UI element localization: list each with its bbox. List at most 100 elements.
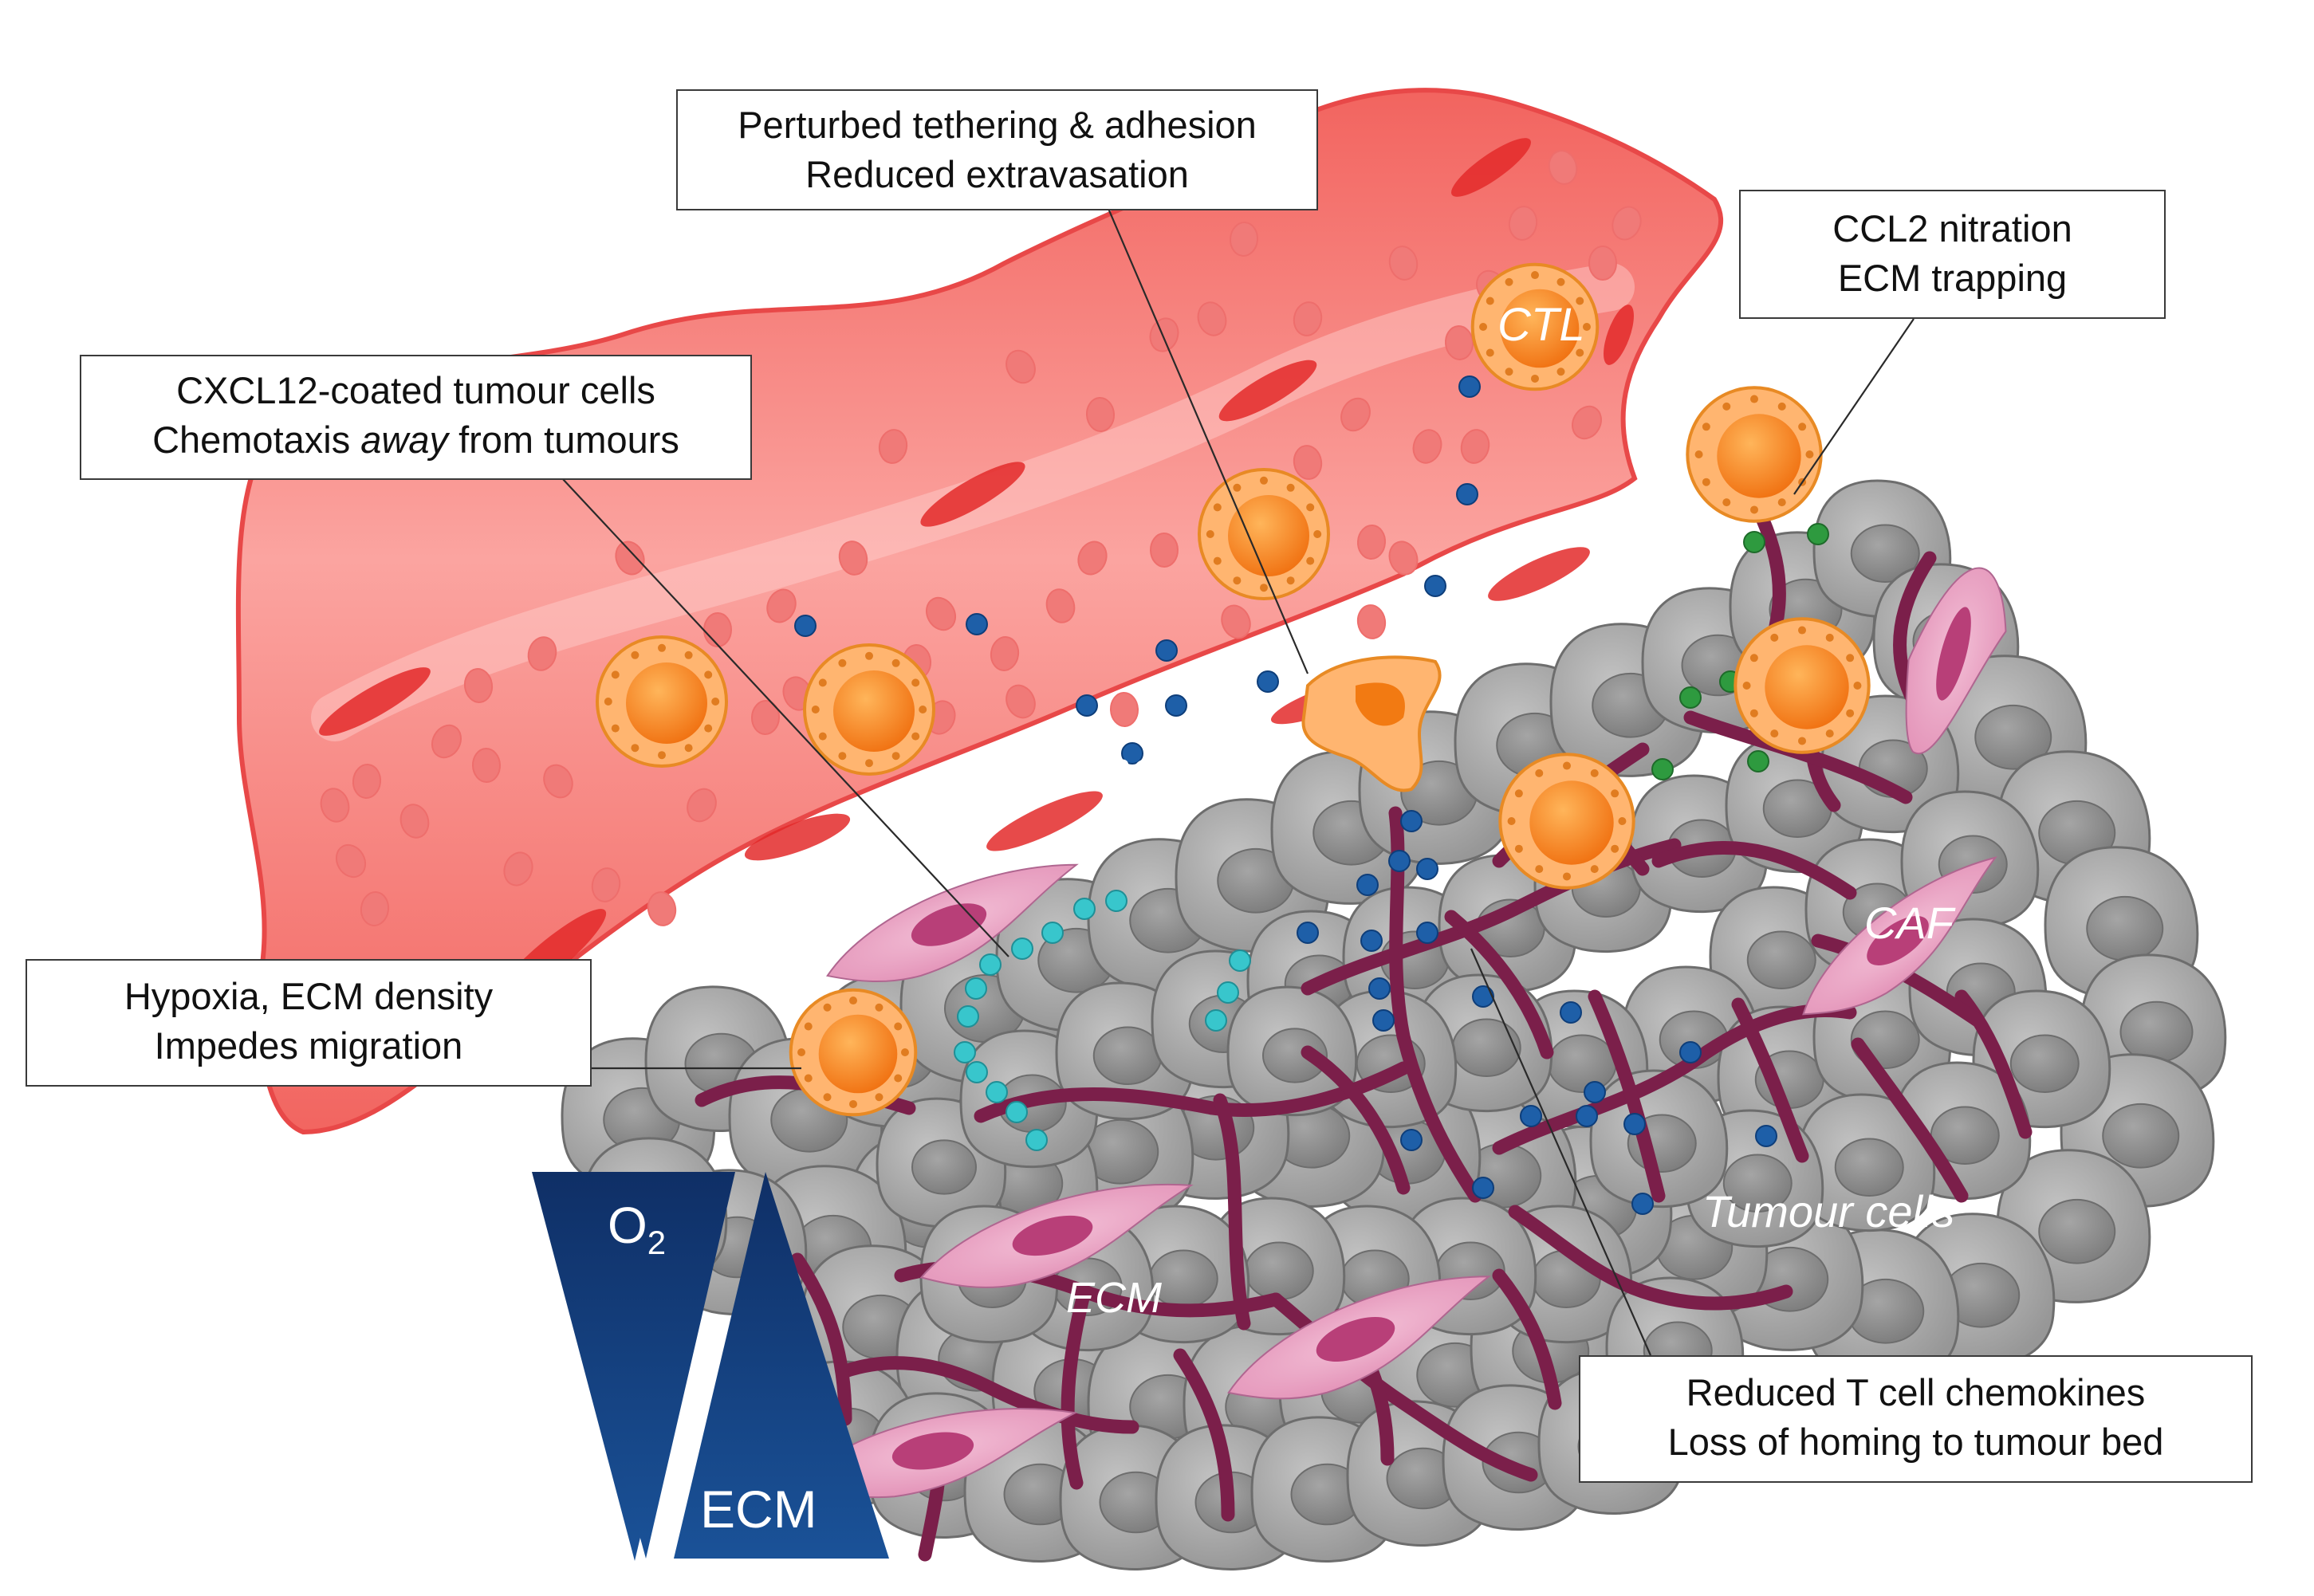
red-blood-cell: [527, 636, 557, 671]
t-cell-granule: [1563, 872, 1571, 881]
chemokine-blue: [1165, 694, 1187, 717]
tumour-cell-nucleus: [1834, 1138, 1904, 1197]
t-cell-granule: [631, 651, 639, 659]
callout-hypoxia-line1: Hypoxia, ECM density: [124, 975, 494, 1017]
t-cell-granule: [1798, 423, 1807, 431]
t-cell-granule: [1213, 503, 1222, 512]
ecm-fibre: [790, 1252, 852, 1426]
chemokine-cyan: [954, 1041, 976, 1063]
t-cell-granule: [891, 658, 900, 667]
extravasating-t-cell: [1301, 655, 1442, 792]
chemokine-blue: [1155, 639, 1178, 662]
leader-cxcl12: [561, 478, 1009, 957]
tumour-cell-nucleus: [2086, 895, 2164, 961]
caf-cell-nucleus: [1867, 916, 1929, 965]
t-cell-granule: [1233, 576, 1242, 585]
t-cell-granule: [1313, 530, 1322, 538]
t-cell-granule: [1535, 769, 1544, 777]
caf-cell-nucleus: [1936, 607, 1971, 701]
t-cell-granule: [894, 1022, 903, 1031]
chemokine-green: [1747, 750, 1769, 772]
caf-cells: [797, 567, 2007, 1499]
t-cell-granule: [611, 670, 620, 679]
ecm-fibre: [1173, 1348, 1235, 1522]
t-cell-nucleus: [1765, 645, 1849, 729]
red-blood-cell: [1388, 246, 1419, 281]
red-blood-cell: [1085, 397, 1116, 432]
t-cell-granule: [1742, 682, 1751, 690]
gradient-ecm-label: ECM: [700, 1480, 817, 1539]
o2-ecm-gradient: [532, 1172, 889, 1561]
chemokine-blue: [1576, 1105, 1598, 1127]
leader-chemokines: [1470, 948, 1652, 1356]
t-cell-granule: [1505, 277, 1513, 286]
chemokine-cyan: [986, 1081, 1008, 1103]
t-cell-granule: [1514, 789, 1523, 798]
t-cell-granule: [1576, 348, 1584, 357]
t-cell-granule: [1479, 323, 1488, 331]
t-cell-granule: [1749, 709, 1758, 717]
t-cell-granule: [1694, 450, 1703, 458]
tumour-cell: [1796, 1093, 1936, 1232]
tumour-cell-nucleus: [1746, 930, 1816, 989]
chemokine-blue: [1520, 1105, 1542, 1127]
tumour-cell-nucleus: [1547, 1034, 1617, 1093]
t-cell-granule: [1702, 478, 1710, 486]
leader-tethering: [1103, 199, 1309, 674]
red-blood-cell: [1356, 604, 1387, 639]
t-cell-granule: [631, 744, 639, 753]
t-cell-granule: [1260, 476, 1268, 485]
label-ecm: ECM: [1066, 1274, 1162, 1322]
t-cell-granule: [894, 1074, 903, 1083]
t-cell-granule: [1556, 368, 1565, 376]
t-cell-granule: [1507, 817, 1516, 825]
red-blood-cell: [1109, 692, 1139, 727]
callout-chemokines-line2: Loss of homing to tumour bed: [1667, 1421, 2164, 1463]
label-ctl: CTL: [1497, 299, 1585, 351]
t-cell-granule: [838, 752, 847, 761]
red-blood-cell: [1412, 429, 1442, 464]
chemokine-cyan: [1011, 938, 1033, 960]
t-cell-granule: [1213, 556, 1222, 565]
callout-cxcl12-line1: CXCL12-coated tumour cells: [176, 369, 655, 411]
t-cell-granule: [1750, 505, 1758, 514]
t-cells: [596, 262, 1871, 1117]
red-blood-cell: [1045, 588, 1076, 623]
chemokine-cyan: [979, 953, 1002, 976]
t-cell-granule: [1286, 576, 1295, 585]
chemokine-blue: [1372, 1009, 1395, 1032]
tumour-cell-nucleus: [911, 1139, 977, 1195]
chemokine-cyan: [957, 1005, 979, 1028]
red-blood-cell: [1197, 301, 1227, 336]
chemokine-blue: [1623, 1113, 1646, 1135]
t-cell-granule: [1853, 682, 1862, 690]
t-cell-granule: [658, 751, 666, 760]
t-cell-granule: [823, 1093, 832, 1102]
t-cell-granule: [1749, 654, 1758, 662]
red-blood-cell: [1612, 206, 1642, 241]
callout-cxcl12-line2-post: from tumours: [448, 419, 679, 461]
chemokine-blue: [1755, 1125, 1777, 1147]
t-cell-granule: [1531, 374, 1539, 383]
gradient-o2-label: O2: [608, 1200, 666, 1268]
extravasating-t-cell-body: [1301, 655, 1442, 792]
chemokine-blue: [1257, 670, 1279, 693]
chemokine-blue: [1472, 985, 1494, 1008]
t-cell-granule: [1618, 817, 1627, 825]
t-cell-granule: [849, 997, 857, 1005]
red-blood-cell: [1293, 445, 1323, 480]
ecm-fibre: [1492, 1268, 1562, 1410]
red-blood-cell: [1356, 525, 1387, 560]
caf-cell-nucleus: [891, 1432, 974, 1470]
t-cell-granule: [1611, 789, 1619, 798]
ecm-fibre: [1651, 840, 1857, 900]
t-cell-granule: [804, 1074, 813, 1083]
callout-cxcl12-line2-pre: Chemotaxis: [152, 419, 361, 461]
endothelial-patch: [1451, 138, 1531, 197]
chemokine-blue: [1121, 742, 1143, 765]
chemokine-blue: [1400, 810, 1423, 832]
caf-cell-nucleus: [911, 903, 987, 946]
t-cell-granule: [1563, 761, 1571, 770]
t-cell-granule: [1798, 626, 1806, 635]
